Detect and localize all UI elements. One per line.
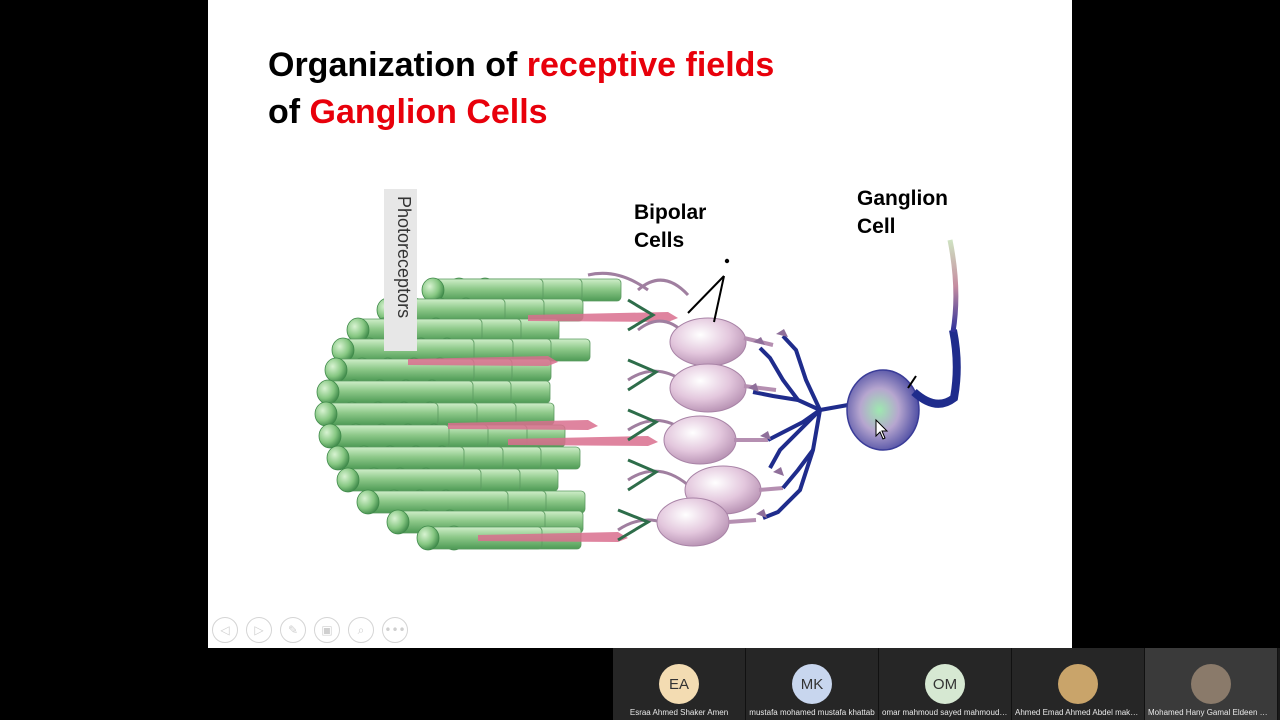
rod-segment <box>327 380 474 404</box>
participant-name: Mohamed Hany Gamal Eldeen Mos... <box>1148 708 1277 717</box>
avatar: EA <box>659 664 699 704</box>
participant-tile[interactable]: MK mustafa mohamed mustafa khattab <box>746 648 879 720</box>
title-line2-highlight: Ganglion Cells <box>309 93 548 131</box>
participant-tile[interactable]: Ahmed Emad Ahmed Abdel maksoud <box>1012 648 1145 720</box>
slide-title: Organization of receptive fields of Gang… <box>268 42 774 136</box>
rod-cap <box>416 525 440 551</box>
photoreceptors-label: Photoreceptors <box>394 196 414 319</box>
cone-segment <box>508 436 658 446</box>
cone-segment <box>528 312 678 322</box>
rod-segment <box>432 278 544 302</box>
next-slide-button[interactable]: ▷ <box>246 617 272 643</box>
cone-segment <box>408 356 558 366</box>
rod-cap <box>336 467 360 493</box>
cone-segment <box>478 532 628 542</box>
pen-button[interactable]: ✎ <box>280 617 306 643</box>
participant-name: mustafa mohamed mustafa khattab <box>749 708 875 717</box>
photoreceptors-label-box: Photoreceptors <box>384 189 417 351</box>
photoreceptor-rods <box>314 277 678 551</box>
rod-cap <box>314 401 338 427</box>
dendrite-terminals <box>748 329 788 518</box>
rod-segment <box>325 402 439 426</box>
title-line2-text: of <box>268 93 310 131</box>
magnifier-icon: ⌕ <box>357 622 365 637</box>
avatar: MK <box>792 664 832 704</box>
bipolar-pointer-lines <box>687 258 730 323</box>
bipolar-dendrites <box>587 271 690 532</box>
prev-slide-button[interactable]: ◁ <box>212 617 238 643</box>
participant-tile[interactable]: Mohamed Hany Gamal Eldeen Mos... <box>1145 648 1278 720</box>
ganglion-cell-label: Ganglion Cell <box>857 187 948 238</box>
rod-segment <box>329 424 450 448</box>
participant-tile[interactable]: EA Esraa Ahmed Shaker Amen <box>613 648 746 720</box>
avatar <box>1058 664 1098 704</box>
bipolar-cells-label: Bipolar Cells <box>634 201 707 252</box>
more-button[interactable]: ••• <box>382 617 408 643</box>
cursor-icon <box>875 418 889 440</box>
pen-icon: ✎ <box>287 623 299 637</box>
more-icon: ••• <box>384 623 406 637</box>
rod-cap <box>386 509 410 535</box>
rod-cap <box>316 379 340 405</box>
slides-icon: ▣ <box>321 623 333 637</box>
participant-name: Esraa Ahmed Shaker Amen <box>629 708 729 717</box>
participant-name: omar mahmoud sayed mahmoud m... <box>882 708 1011 717</box>
title-line1-text: Organization of <box>268 46 527 84</box>
rod-cap <box>356 489 380 515</box>
chevron-left-icon: ◁ <box>220 623 230 637</box>
avatar: OM <box>925 664 965 704</box>
rod-segment <box>367 490 509 514</box>
title-line1-highlight: receptive fields <box>526 46 775 84</box>
chevron-right-icon: ▷ <box>254 623 264 637</box>
slide: Organization of receptive fields of Gang… <box>208 0 1072 648</box>
presentation-toolbar: ◁ ▷ ✎ ▣ ⌕ ••• <box>212 617 408 643</box>
rod-cap <box>324 357 348 383</box>
participant-strip: EA Esraa Ahmed Shaker Amen MK mustafa moham… <box>613 648 1280 720</box>
participant-tile[interactable]: OM omar mahmoud sayed mahmoud m... <box>879 648 1012 720</box>
participant-name: Ahmed Emad Ahmed Abdel maksoud <box>1015 708 1144 717</box>
ganglion-dendrites <box>752 334 849 520</box>
slides-button[interactable]: ▣ <box>314 617 340 643</box>
avatar <box>1191 664 1231 704</box>
rod-segment <box>337 446 465 470</box>
rod-cap <box>326 445 350 471</box>
horizontal-connections <box>617 298 660 542</box>
ganglion-cell-body <box>846 239 961 451</box>
retina-diagram <box>314 239 961 551</box>
rod-cap <box>318 423 342 449</box>
rod-segment <box>347 468 482 492</box>
cone-segment <box>448 420 598 430</box>
zoom-button[interactable]: ⌕ <box>348 617 374 643</box>
